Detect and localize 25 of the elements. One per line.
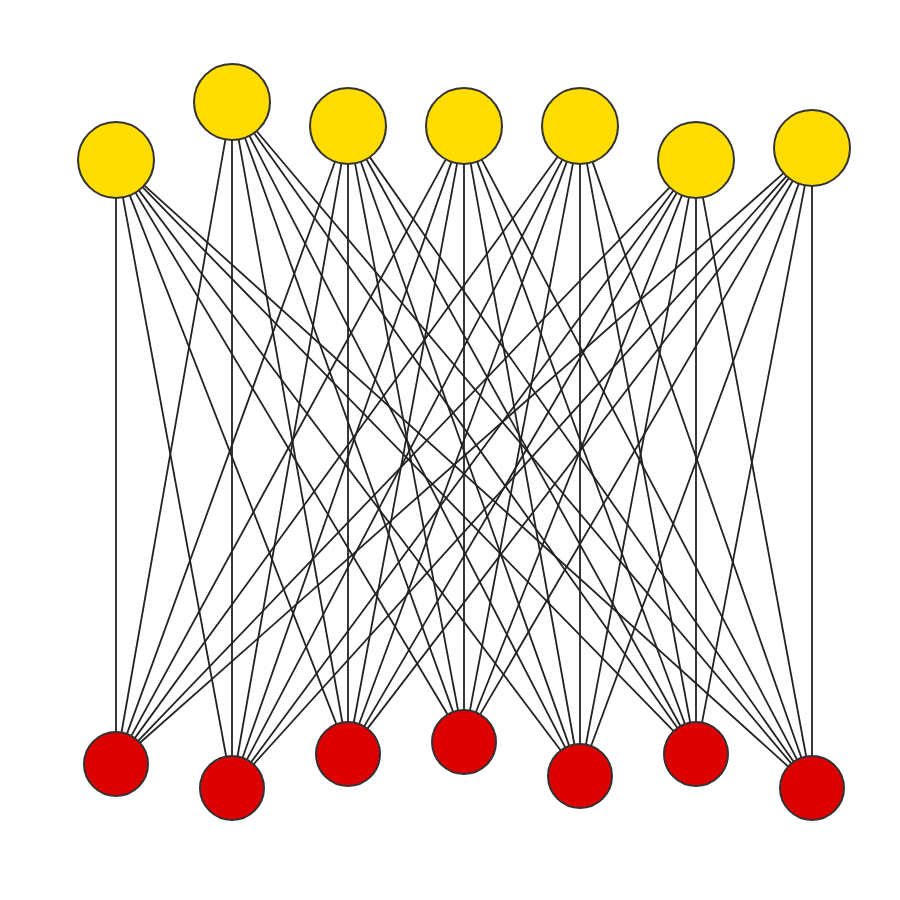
edge-line: [463, 163, 465, 711]
graph-node-circle: [76, 120, 156, 200]
edge-line: [579, 163, 581, 745]
graph-node-circle: [546, 742, 614, 810]
graph-node-circle: [540, 86, 620, 166]
graph-node-circle: [424, 86, 504, 166]
edge-line: [811, 185, 813, 757]
edge-line: [122, 196, 228, 758]
graph-node-circle: [308, 86, 388, 166]
graph-node-circle: [430, 708, 498, 776]
edge-line: [695, 197, 697, 723]
graph-node-circle: [778, 754, 846, 822]
edge-line: [115, 197, 117, 733]
graph-node-circle: [198, 754, 266, 822]
edge-line: [250, 189, 675, 764]
graph-node-circle: [656, 120, 736, 200]
graph-node-circle: [314, 720, 382, 788]
graph-node-circle: [772, 108, 852, 188]
edge-line: [120, 138, 227, 734]
edge-line: [231, 139, 233, 757]
edge-line: [253, 132, 679, 729]
graph-node-circle: [192, 62, 272, 142]
edge-line: [347, 163, 349, 723]
graph-node-circle: [662, 720, 730, 788]
graph-node-circle: [82, 730, 150, 798]
